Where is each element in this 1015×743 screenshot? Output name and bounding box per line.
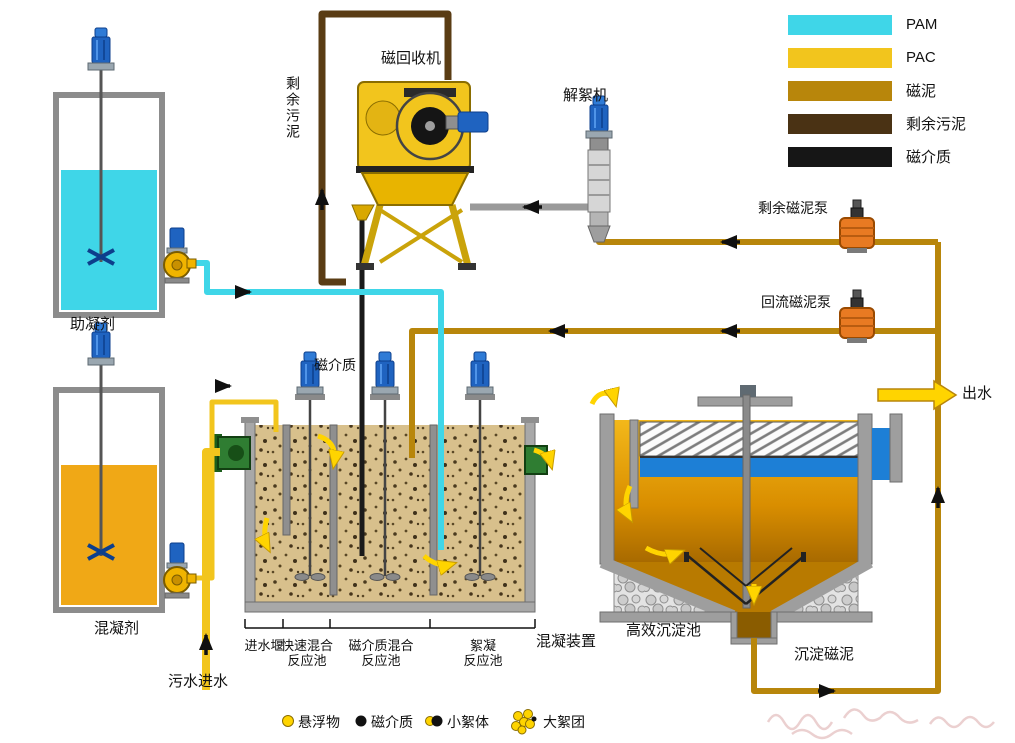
magnetic-media-swatch — [788, 146, 892, 167]
section-1-line2: 反应池 — [287, 653, 327, 668]
floc-legend-markers — [282, 709, 537, 735]
mixer-2 — [369, 351, 401, 581]
effluent-label: 出水 — [962, 385, 993, 402]
effluent-arrow — [877, 379, 958, 411]
section-label-inlet-weir: 进水堰 — [244, 638, 283, 653]
section-0-line1: 进水堰 — [244, 638, 284, 653]
coagulant-aid-tank — [53, 27, 165, 318]
small-floc-legend-label: 小絮体 — [447, 714, 489, 730]
pac-dosing-pipe — [191, 399, 279, 581]
return-magnetic-sludge-pipe — [409, 328, 938, 458]
legend-item-magnetic-media: 磁介质 — [788, 146, 966, 167]
sedimentation-tank-label: 高效沉淀池 — [626, 622, 702, 639]
small-floc-marker — [425, 715, 443, 727]
section-2-line2: 反应池 — [361, 653, 401, 668]
excess-magnetic-sludge-pipe — [596, 232, 938, 245]
coagulant-aid-pump — [163, 227, 197, 284]
settled-sludge-riser-pipe — [751, 242, 941, 694]
legend-item-pac: PAC — [788, 47, 966, 68]
coagulation-device-label: 混凝装置 — [536, 633, 597, 650]
suspended-solids-legend-label: 悬浮物 — [298, 714, 340, 730]
deflocculator-label: 解絮机 — [563, 87, 609, 104]
pam-dosing-pipe — [191, 260, 444, 550]
sewage-inlet-pipe — [202, 448, 220, 690]
magnetic-sludge-label: 磁泥 — [906, 83, 937, 100]
section-bracket — [244, 619, 536, 629]
deflocculator-machine — [585, 95, 613, 243]
mixer-1 — [294, 351, 326, 581]
coagulant-aid-tank-label: 助凝剂 — [70, 316, 116, 333]
section-2-line1: 磁介质混合 — [348, 638, 414, 653]
large-floc-marker — [511, 709, 537, 735]
pam-swatch — [788, 14, 892, 35]
section-label-magnetic-mix: 磁介质混合 反应池 — [348, 638, 413, 668]
suspended-solids-marker — [282, 715, 294, 727]
section-3-line2: 反应池 — [463, 653, 503, 668]
magnetic-media-pipe-label: 磁介质 — [314, 357, 356, 373]
flow-arrows — [199, 188, 945, 698]
legend: PAM PAC 磁泥 剩余污泥 磁介质 — [788, 14, 966, 179]
basin-mixers — [294, 351, 496, 581]
legend-item-magnetic-sludge: 磁泥 — [788, 80, 966, 101]
excess-sludge-pipe-label: 剩余污泥 — [285, 76, 301, 140]
excess-sludge-label: 剩余污泥 — [906, 116, 967, 133]
coagulant-tank — [53, 322, 165, 613]
pac-label: PAC — [906, 49, 936, 66]
legend-item-excess-sludge: 剩余污泥 — [788, 113, 966, 134]
settled-sludge-label: 沉淀磁泥 — [794, 646, 855, 663]
pam-label: PAM — [906, 16, 938, 33]
legend-item-pam: PAM — [788, 14, 966, 35]
excess-magnetic-sludge-pump — [839, 199, 875, 254]
excess-sludge-swatch — [788, 113, 892, 134]
sewage-inlet-label: 污水进水 — [168, 673, 229, 690]
watermark — [766, 708, 995, 740]
section-label-rapid-mix: 快速混合 反应池 — [281, 638, 333, 668]
return-magnetic-sludge-pump — [839, 289, 875, 344]
return-pump-label: 回流磁泥泵 — [761, 294, 831, 310]
section-1-line1: 快速混合 — [280, 638, 334, 653]
magnetic-recovery-machine — [351, 81, 489, 270]
section-label-flocculation: 絮凝 反应池 — [463, 638, 502, 668]
excess-sludge-pipe — [318, 10, 452, 286]
coagulant-tank-label: 混凝剂 — [94, 620, 140, 637]
section-3-line1: 絮凝 — [469, 638, 497, 653]
magnetic-media-marker — [355, 715, 367, 727]
excess-pump-label: 剩余磁泥泵 — [758, 200, 828, 216]
sedimentation-tank — [599, 385, 903, 645]
magnetic-recovery-label: 磁回收机 — [381, 50, 442, 67]
magnetic-media-legend-label: 磁介质 — [371, 714, 413, 730]
pac-swatch — [788, 47, 892, 68]
mixer-3 — [464, 351, 496, 581]
water-flow-arrows — [265, 393, 754, 600]
coagulant-pump — [163, 542, 197, 599]
magnetic-sludge-swatch — [788, 80, 892, 101]
magnetic-media-label: 磁介质 — [906, 149, 952, 166]
large-floc-legend-label: 大絮团 — [543, 714, 585, 730]
